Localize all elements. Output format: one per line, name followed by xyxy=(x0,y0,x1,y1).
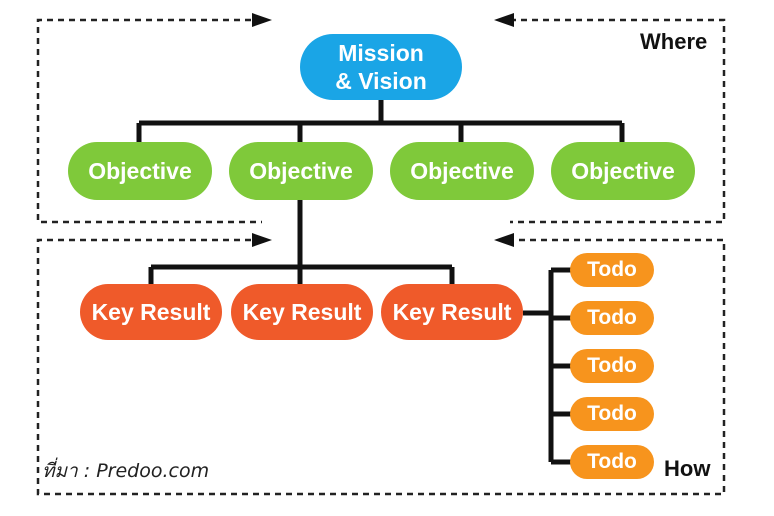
objective-connectors xyxy=(148,200,455,285)
mission-vision-node: Mission & Vision xyxy=(300,34,462,100)
where-arrow-top-left xyxy=(252,13,272,27)
mission-line-2: & Vision xyxy=(335,68,427,94)
mission-line-1: Mission xyxy=(338,40,424,66)
source-credit: ที่มา : Predoo.com xyxy=(42,460,210,482)
where-frame-path xyxy=(36,18,726,224)
how-label: How xyxy=(664,456,711,481)
objective-node-4: Objective xyxy=(551,142,695,200)
todo-node-3: Todo xyxy=(570,349,654,383)
objective-node-2: Objective xyxy=(229,142,373,200)
mission-connectors xyxy=(136,100,625,143)
todo-node-1: Todo xyxy=(570,253,654,287)
how-frame-path xyxy=(36,238,726,496)
how-arrow-right xyxy=(494,233,514,247)
key-result-node-2: Key Result xyxy=(231,284,373,340)
todo-node-4: Todo xyxy=(570,397,654,431)
where-zone-frame xyxy=(36,18,726,224)
how-zone-arrows xyxy=(252,233,514,247)
key-result-node-1: Key Result xyxy=(80,284,222,340)
keyresult-connectors xyxy=(523,267,571,465)
how-arrow-left xyxy=(252,233,272,247)
todo-node-2: Todo xyxy=(570,301,654,335)
where-label: Where xyxy=(640,29,708,54)
objective-node-1: Objective xyxy=(68,142,212,200)
key-result-node-3: Key Result xyxy=(381,284,523,340)
objective-node-3: Objective xyxy=(390,142,534,200)
todo-node-5: Todo xyxy=(570,445,654,479)
where-zone-arrows xyxy=(252,13,514,27)
where-arrow-top-right xyxy=(494,13,514,27)
how-zone-frame xyxy=(36,238,726,496)
